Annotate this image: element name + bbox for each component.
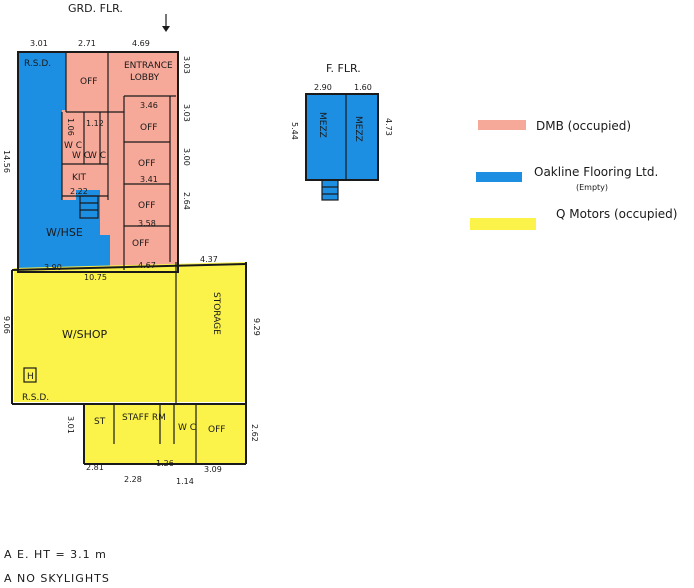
dim-step: 4.37 xyxy=(200,255,218,264)
eave-height-note: A E. HT = 3.1 m xyxy=(4,548,107,561)
st-label: ST xyxy=(94,417,106,427)
mezz-label-2: MEZZ xyxy=(353,116,363,142)
rsd-bottom-label: R.S.D. xyxy=(22,393,49,403)
dim-top-3: 4.69 xyxy=(132,39,150,48)
legend-label-dmb: DMB (occupied) xyxy=(536,119,631,133)
entrance-lobby-label-2: LOBBY xyxy=(130,73,160,83)
staff-rm-label: STAFF RM xyxy=(122,413,166,423)
legend-label-oakline: Oakline Flooring Ltd. xyxy=(534,165,658,179)
oakline-area xyxy=(18,53,110,270)
off-label-3: OFF xyxy=(138,159,155,169)
skylights-note: A NO SKYLIGHTS xyxy=(4,572,110,585)
legend-swatch-dmb xyxy=(478,120,526,130)
rsd-top-label: R.S.D. xyxy=(24,59,51,69)
dim-right-4: 2.64 xyxy=(182,192,191,210)
ground-floor-title: GRD. FLR. xyxy=(68,2,123,15)
dim-top-1: 3.01 xyxy=(30,39,48,48)
wc-label-2: W C xyxy=(72,151,90,161)
first-floor-title: F. FLR. xyxy=(326,62,361,75)
legend: DMB (occupied) Oakline Flooring Ltd. (Em… xyxy=(470,119,677,230)
dim-mid-7: 1.06 xyxy=(66,118,75,136)
whse-label: W/HSE xyxy=(46,226,83,239)
dim-right-3: 3.00 xyxy=(182,148,191,166)
dim-bottom-3: 3.09 xyxy=(204,465,222,474)
dim-mezz-w1: 2.90 xyxy=(314,83,332,92)
off-label-1: OFF xyxy=(80,77,97,87)
dim-mid-1: 3.46 xyxy=(140,101,158,110)
dim-left-2: 9.06 xyxy=(2,316,11,334)
entrance-lobby-label-1: ENTRANCE xyxy=(124,61,173,71)
dmb-area xyxy=(62,53,178,270)
wc-label-1: W C xyxy=(64,141,82,151)
dim-mid-2: 3.41 xyxy=(140,175,158,184)
dim-mezz-h2: 4.73 xyxy=(384,118,393,136)
wc-label-4: W C xyxy=(178,423,196,433)
first-floor-mezzanine xyxy=(305,93,379,201)
legend-swatch-q-motors xyxy=(470,218,536,230)
dim-mid-3: 3.58 xyxy=(138,219,156,228)
dim-mid-width: 10.75 xyxy=(84,273,107,282)
dim-mid-4: 4.67 xyxy=(138,261,156,270)
legend-sub-oakline: (Empty) xyxy=(576,183,608,192)
dim-bottom-1: 2.81 xyxy=(86,463,104,472)
dim-small-2: 2.62 xyxy=(250,424,259,442)
q-motors-area xyxy=(14,262,246,464)
off-label-2: OFF xyxy=(140,123,157,133)
off-label-5: OFF xyxy=(132,239,149,249)
wc-label-3: W C xyxy=(88,151,106,161)
dim-mezz-w2: 1.60 xyxy=(354,83,372,92)
dim-right-2: 3.03 xyxy=(182,104,191,122)
dim-bottom-4: 2.28 xyxy=(124,475,142,484)
ground-floor-walls xyxy=(11,51,247,465)
dim-bottom-5: 1.14 xyxy=(176,477,194,486)
dim-mid-6: 1.12 xyxy=(86,119,104,128)
kit-label: KIT xyxy=(72,173,87,183)
off-label-4: OFF xyxy=(138,201,155,211)
off-bottom-label: OFF xyxy=(208,425,225,435)
dim-mezz-h1: 5.44 xyxy=(290,122,299,140)
legend-swatch-oakline xyxy=(476,172,522,182)
dim-top-2: 2.71 xyxy=(78,39,96,48)
dim-right-lower: 9.29 xyxy=(252,318,261,336)
wshop-label: W/SHOP xyxy=(62,328,107,341)
h-mark: H xyxy=(27,372,34,382)
dim-whse-width: 3.90 xyxy=(44,263,62,272)
mezz-label-1: MEZZ xyxy=(317,112,327,138)
dim-left-1: 14.56 xyxy=(2,150,11,173)
legend-label-q-motors: Q Motors (occupied) xyxy=(556,207,677,221)
dim-mid-5: 2.22 xyxy=(70,187,88,196)
dim-small-1: 3.01 xyxy=(66,416,75,434)
dim-bottom-2: 1.26 xyxy=(156,459,174,468)
dim-right-1: 3.03 xyxy=(182,56,191,74)
storage-label: STORAGE xyxy=(211,292,221,335)
